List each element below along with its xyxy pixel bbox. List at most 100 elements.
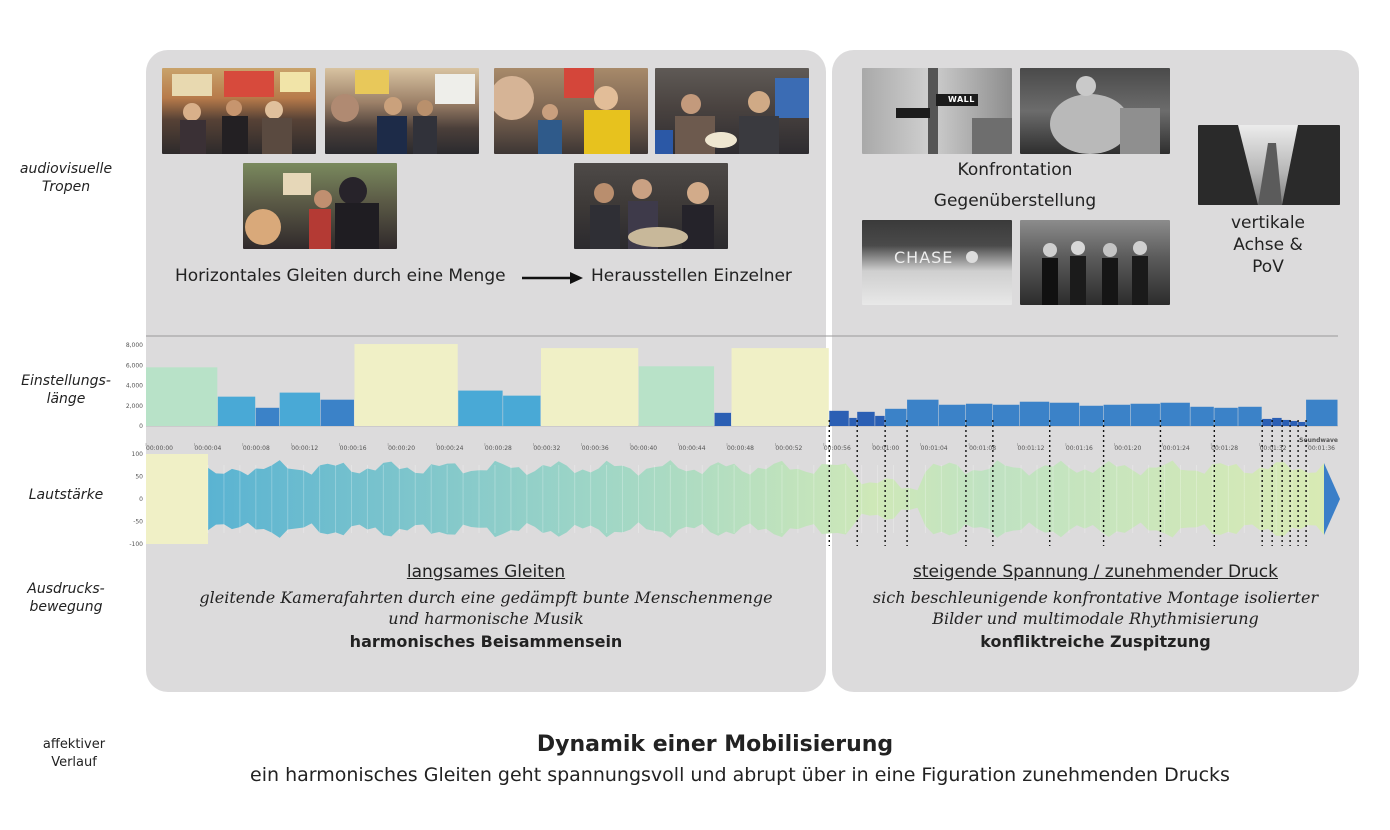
crowd-photo-2: [325, 68, 479, 154]
shot-length-bar: [354, 344, 458, 426]
caption-highlight-individuals: Herausstellen Einzelner: [591, 266, 792, 286]
shot-length-bar: [255, 407, 280, 426]
shot-length-bar: [965, 403, 993, 426]
row-label-tropes: audiovisuelle Tropen: [6, 160, 126, 196]
crowd-photo-4: [655, 68, 809, 154]
time-label: 00:01:16: [1066, 445, 1093, 452]
skyscraper-photo: [1198, 125, 1340, 205]
crowd-photo-1: [162, 68, 316, 154]
shot-length-bar: [503, 395, 541, 426]
volume-y-tick-label: -100: [129, 541, 143, 548]
time-label: 00:00:56: [824, 445, 851, 452]
shot-length-bar: [1290, 420, 1298, 426]
shot-length-bar: [1130, 403, 1160, 426]
shot-length-bar: [1272, 417, 1282, 426]
bar-y-tick-label: 2,000: [126, 403, 143, 410]
time-label: 00:01:12: [1018, 445, 1045, 452]
time-label: 00:00:40: [630, 445, 657, 452]
shot-length-bar: [885, 408, 907, 426]
row-label-expression-text: Ausdrucks- bewegung: [27, 581, 105, 615]
chase-sign-text: CHASE: [894, 248, 954, 267]
caption-juxtaposition: Gegenüberstellung: [933, 191, 1097, 211]
shot-length-bar: [1103, 404, 1131, 426]
caption-vertical-axis-3: PoV: [1252, 257, 1284, 277]
shot-length-bar: [939, 404, 966, 426]
caption-confrontation: Konfrontation: [957, 160, 1073, 180]
time-label: 00:01:36: [1308, 445, 1335, 452]
crowd-photo-6: [574, 163, 728, 249]
row-label-affective: affektiver Verlauf: [14, 736, 134, 772]
shot-length-bar: [849, 417, 857, 426]
time-label: 00:00:36: [582, 445, 609, 452]
time-label: 00:00:52: [775, 445, 802, 452]
time-label: 00:00:44: [679, 445, 706, 452]
shot-length-bar: [541, 348, 639, 426]
bar-y-tick-label: 0: [139, 423, 143, 430]
shot-length-bar: [1160, 402, 1190, 426]
shot-length-bar: [714, 412, 732, 426]
shot-length-bar: [875, 415, 885, 426]
bar-y-tick-label: 8,000: [126, 342, 143, 349]
shot-length-bar: [1079, 405, 1104, 426]
right-desc-1: sich beschleunigende konfrontative Monta…: [872, 588, 1319, 607]
row-label-shot-length: Einstellungs- länge: [6, 372, 126, 408]
shot-length-bar: [857, 411, 875, 426]
right-summary: konfliktreiche Zuspitzung: [980, 632, 1211, 651]
caption-horizontal-glide: Horizontales Gleiten durch eine Menge: [175, 266, 506, 286]
footer-subtitle: ein harmonisches Gleiten geht spannungsv…: [250, 764, 1230, 786]
businessmen-photo: [1020, 220, 1170, 305]
caption-vertical-axis-2: Achse &: [1233, 235, 1303, 255]
time-label: 00:01:00: [872, 445, 899, 452]
volume-y-tick-label: 100: [132, 451, 144, 458]
time-label: 00:00:08: [243, 445, 270, 452]
time-label: 00:01:32: [1260, 445, 1287, 452]
time-label: 00:01:08: [969, 445, 996, 452]
shot-length-bar: [1190, 406, 1214, 426]
left-summary: harmonisches Beisammensein: [349, 632, 623, 651]
shot-length-bar: [279, 392, 321, 426]
time-label: 00:00:04: [194, 445, 221, 452]
arrow-right-icon: [522, 272, 583, 284]
row-label-tropes-text: audiovisuelle Tropen: [19, 161, 113, 195]
shot-length-bar: [992, 404, 1020, 426]
volume-y-tick-label: -50: [133, 519, 143, 526]
wallstreet-sign-photo: WALL: [862, 68, 1012, 154]
right-heading: steigende Spannung / zunehmender Druck: [913, 562, 1278, 582]
crowd-photo-5: [243, 163, 397, 249]
row-label-volume: Lautstärke: [6, 486, 126, 504]
shot-length-bar: [1214, 407, 1238, 426]
shot-length-bar: [146, 367, 218, 426]
time-label: 00:00:20: [388, 445, 415, 452]
shot-length-bar: [1238, 406, 1262, 426]
bar-y-tick-label: 4,000: [126, 383, 143, 390]
time-label: 00:01:28: [1211, 445, 1238, 452]
time-label: 00:00:48: [727, 445, 754, 452]
soundwave-legend: Soundwave: [1299, 437, 1338, 444]
shot-length-bar: [907, 399, 939, 426]
caption-vertical-axis-1: vertikale: [1230, 213, 1306, 233]
row-label-shot-length-text: Einstellungs- länge: [21, 373, 111, 407]
shot-length-bar: [458, 390, 503, 426]
statue-photo: [1020, 68, 1170, 154]
time-label: 00:00:00: [146, 445, 173, 452]
footer-title: Dynamik einer Mobilisierung: [536, 732, 894, 757]
time-label: 00:00:16: [340, 445, 367, 452]
volume-y-tick-label: 0: [139, 496, 143, 503]
right-desc-2: Bilder und multimodale Rhythmisierung: [932, 609, 1259, 628]
left-desc-1: gleitende Kamerafahrten durch eine gedäm…: [199, 588, 773, 607]
shot-length-bar: [1282, 419, 1290, 426]
time-label: 00:01:04: [921, 445, 948, 452]
left-heading: langsames Gleiten: [406, 562, 566, 582]
shot-length-bar: [638, 366, 715, 426]
time-label: 00:01:24: [1163, 445, 1190, 452]
time-label: 00:00:24: [437, 445, 464, 452]
left-desc-2: und harmonische Musik: [388, 609, 584, 628]
shot-length-bar: [1262, 418, 1272, 426]
shot-length-bar: [731, 348, 829, 426]
shot-length-bar: [1298, 421, 1306, 426]
shot-length-bar: [217, 396, 256, 426]
wall-sign-text: WALL: [948, 95, 975, 104]
timeline-chart: 8,000 6,000 4,000 2,000 0 00:00:00 00:00:04 00:…: [126, 335, 1340, 548]
bar-y-tick-label: 6,000: [126, 362, 143, 369]
volume-y-tick-label: 50: [135, 474, 143, 481]
